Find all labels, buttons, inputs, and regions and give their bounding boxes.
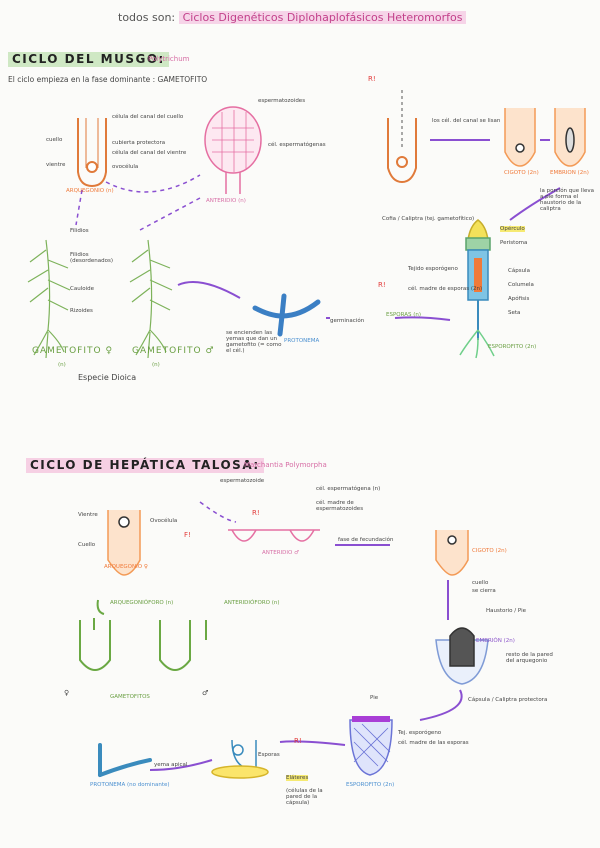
liverwort-protonema xyxy=(98,743,152,777)
moss-spor-label-tissue: Tejido esporógeno xyxy=(408,266,458,272)
moss-archegonium xyxy=(77,118,107,188)
moss-anth-label-sperm: espermatozoides xyxy=(258,98,306,104)
moss-fert-note: los cél. del canal se lisan xyxy=(432,118,501,124)
moss-meiosis-mark: R! xyxy=(378,281,386,289)
moss-zygote-caption: CIGOTO (2n) xyxy=(504,170,539,176)
liverwort-embryo-caption: EMBRIÓN (2n) xyxy=(476,638,515,644)
liverwort-zygote-caption: CIGOTO (2n) xyxy=(472,548,507,554)
moss-male-ploidy: (n) xyxy=(152,362,160,368)
moss-spor-label-calyptra: Cofia / Caliptra (tej. gametofítico) xyxy=(382,216,475,222)
liverwort-gametophytes xyxy=(79,599,207,671)
moss-spor-label-seta: Seta xyxy=(508,310,521,316)
moss-gam-label-phyllids: Filidios xyxy=(70,228,89,234)
moss-spor-label-operculum: Opérculo xyxy=(500,226,525,233)
liverwort-antheridiophore-caption: ANTERIDIÓFORO (n) xyxy=(224,600,280,606)
moss-anth-label-cells: cél. espermatógenas xyxy=(268,142,326,148)
liverwort-meiosis-mark: R! xyxy=(294,737,302,745)
moss-arch-label-venter: vientre xyxy=(46,162,66,168)
moss-archegonium-caption: ARQUEGONIO (n) xyxy=(66,188,114,194)
moss-embryo xyxy=(554,108,586,167)
liverwort-female-symbol: ♀ xyxy=(64,689,70,697)
cycle-arrows xyxy=(75,174,237,523)
liverwort-zygote-label-neck: cuello xyxy=(472,580,489,586)
moss-arch-label-neck-canal: célula del canal del cuello xyxy=(112,114,184,120)
moss-male-gametophyte-caption: GAMETOFITO ♂ xyxy=(132,346,215,356)
liverwort-subtitle: Marchantia Polymorpha xyxy=(244,461,327,469)
moss-protonema xyxy=(252,293,321,337)
moss-sporophyte-caption: ESPOROFITO (2n) xyxy=(488,344,537,350)
liverwort-spor-label-capsule: Cápsula / Caliptra protectora xyxy=(468,697,548,703)
moss-antheridium xyxy=(204,106,262,194)
liverwort-zygote-label-closes: se cierra xyxy=(472,588,496,594)
liverwort-spor-label-foot: Pie xyxy=(370,695,379,701)
liverwort-sporophyte xyxy=(349,716,393,776)
liverwort-spores xyxy=(211,739,269,779)
liverwort-embryo-label-foot: Haustorio / Pie xyxy=(486,608,526,614)
liverwort-embryo-label-wall: resto de la pared del arquegonio xyxy=(506,652,553,665)
page-title: todos son: Ciclos Digenéticos Diplohaplo… xyxy=(118,11,467,24)
moss-embryo-note: la porción que lleva a pie forma el haus… xyxy=(540,188,594,213)
moss-antheridium-caption: ANTERIDIO (n) xyxy=(206,198,246,204)
moss-spor-label-mothercells: cél. madre de esporas (2n) xyxy=(408,286,483,292)
liverwort-label-elaters: Eláteres xyxy=(286,775,309,782)
liverwort-archegoniophore-caption: ARQUEGONIÓFORO (n) xyxy=(110,600,174,606)
moss-arch-label-egg: ovocélula xyxy=(112,164,139,170)
liverwort-arch-label-egg: Ovocélula xyxy=(150,518,178,524)
moss-fert-mark: R! xyxy=(368,75,376,83)
moss-heading: CICLO DEL MUSGO: xyxy=(8,52,169,68)
liverwort-heading: CICLO DE HEPÁTICA TALOSA: xyxy=(26,458,264,474)
moss-spores-caption: ESPORAS (n) xyxy=(386,312,421,318)
liverwort-antheridium-caption: ANTERIDIO ♂ xyxy=(262,550,300,556)
moss-spor-label-columella: Columela xyxy=(508,282,534,288)
moss-protonema-note: se encienden las yemas que dan un gameto… xyxy=(226,330,282,355)
liverwort-spor-label-tissue: Tej. esporógeno xyxy=(398,730,442,736)
liverwort-fertilization-label: fase de fecundación xyxy=(338,537,394,543)
liverwort-protonema-caption: PROTONEMA (no dominante) xyxy=(90,782,170,788)
liverwort-fert-mark-r: R! xyxy=(252,509,260,517)
moss-protonema-caption: PROTONEMA xyxy=(284,338,320,344)
liverwort-antheridium xyxy=(228,529,320,542)
moss-embryo-caption: EMBRION (2n) xyxy=(550,170,589,176)
liverwort-anth-label-mother: cél. madre de espermatozoides xyxy=(316,500,364,513)
moss-archegonium-fertilization xyxy=(387,90,417,184)
liverwort-zygote xyxy=(435,530,469,576)
moss-zygote xyxy=(504,108,536,167)
liverwort-archegonium-caption: ARQUEGONIO ♀ xyxy=(104,564,148,570)
liverwort-anth-label-cells: cél. espermatógena (n) xyxy=(316,486,381,492)
liverwort-label-spores: Esporas xyxy=(258,752,280,758)
liverwort-fert-mark-f: F! xyxy=(184,531,191,539)
moss-gam-label-rhizoids: Rizoides xyxy=(70,308,93,314)
moss-female-ploidy: (n) xyxy=(58,362,66,368)
moss-germination-label: germinación xyxy=(330,318,365,324)
title-highlight: Ciclos Digenéticos Diplohaplofásicos Het… xyxy=(178,11,467,24)
moss-arch-label-neck: cuello xyxy=(46,137,63,143)
liverwort-sporophyte-caption: ESPOROFITO (2n) xyxy=(346,782,395,788)
liverwort-arch-label-neck: Cuello xyxy=(78,542,96,548)
moss-gam-label-cauloid: Cauloide xyxy=(70,286,94,292)
moss-gametophytes xyxy=(27,239,173,359)
title-prefix: todos son: xyxy=(118,11,176,24)
liverwort-label-elaters-note: (células de la pared de la cápsula) xyxy=(286,788,323,807)
moss-spor-label-apophysis: Apófisis xyxy=(508,296,530,302)
cycle-arrows-solid xyxy=(149,139,561,771)
liverwort-gametophytes-caption: GAMETOFITOS xyxy=(110,694,150,700)
liverwort-anth-label-sperm: espermatozoide xyxy=(220,478,265,484)
liverwort-archegonium xyxy=(107,510,141,576)
liverwort-spor-label-mother: cél. madre de las esporas xyxy=(398,740,469,746)
moss-intro: El ciclo empieza en la fase dominante : … xyxy=(8,75,208,84)
moss-spor-label-peristome: Peristoma xyxy=(500,240,528,246)
liverwort-protonema-label: yema apical xyxy=(154,762,188,768)
moss-species-note: Especie Dioica xyxy=(78,373,137,382)
liverwort-arch-label-venter: Vientre xyxy=(78,512,98,518)
moss-arch-label-venter-canal: célula del canal del vientre xyxy=(112,150,187,156)
moss-sporophyte xyxy=(459,219,495,359)
liverwort-male-symbol: ♂ xyxy=(202,689,209,697)
moss-subtitle: Polytrichum xyxy=(148,55,190,63)
moss-female-gametophyte-caption: GAMETOFITO ♀ xyxy=(32,346,114,356)
moss-spor-label-capsule: Cápsula xyxy=(508,268,530,274)
liverwort-embryo xyxy=(435,627,489,685)
moss-gam-label-phyllids-disordered: Filidios (desordenados) xyxy=(70,252,114,265)
moss-arch-label-cover: cubierta protectora xyxy=(112,140,166,146)
